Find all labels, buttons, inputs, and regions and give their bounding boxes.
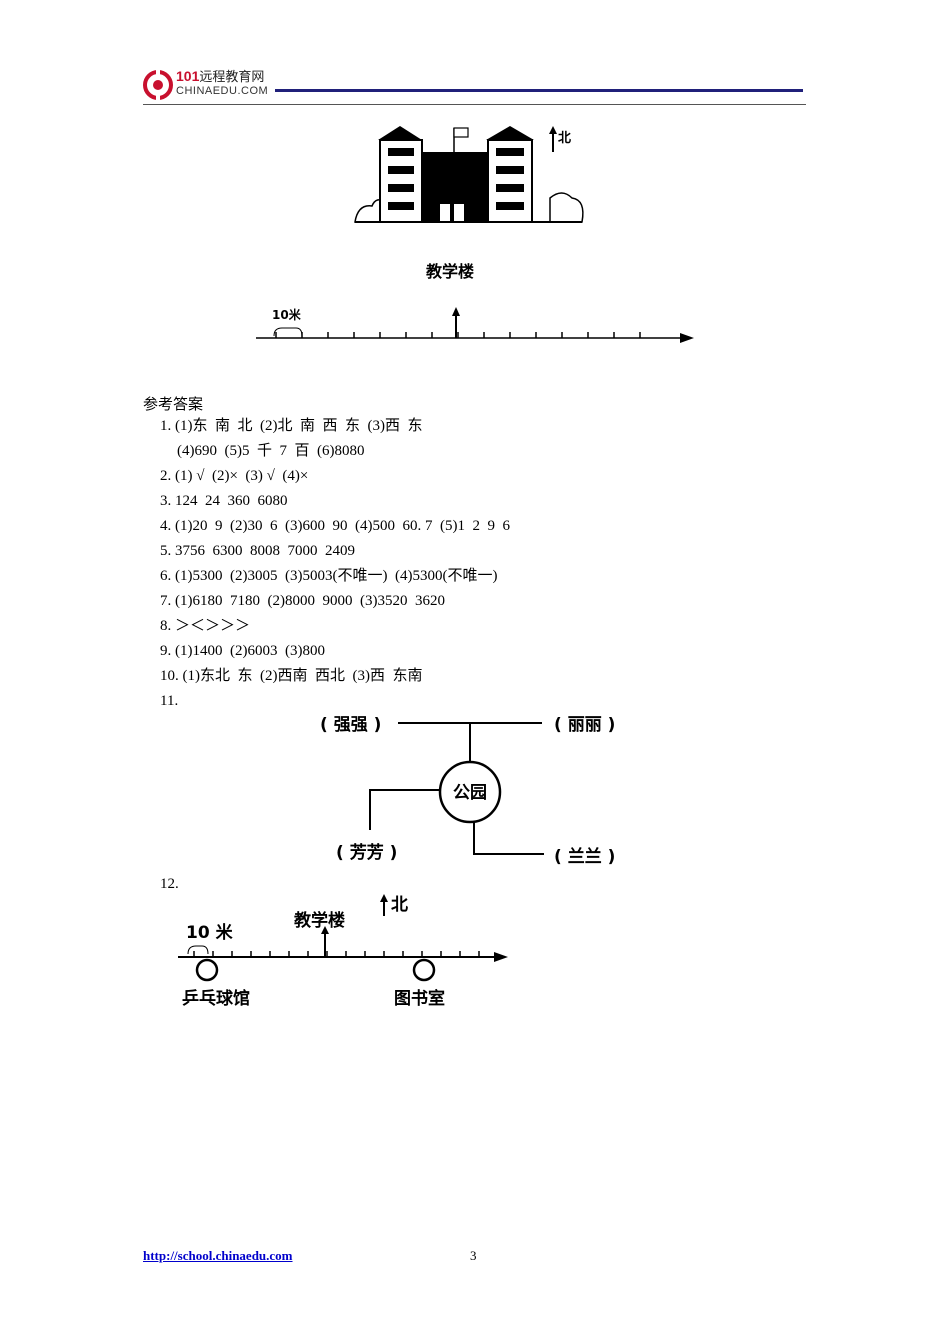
scale-label: 10米 (272, 307, 302, 322)
label-lili: ( 丽丽 ) (554, 715, 615, 735)
logo-wordmark: 101远程教育网 CHINAEDU.COM (176, 68, 268, 98)
header-rule-thin (143, 104, 806, 105)
answer-line: 5. 3756 6300 8008 7000 2409 (160, 543, 355, 559)
answer-line: 7. (1)6180 7180 (2)8000 9000 (3)3520 362… (160, 593, 445, 609)
park-label: 公园 (453, 783, 487, 803)
answer-line: 9. (1)1400 (2)6003 (3)800 (160, 643, 325, 659)
logo-cn-text: 远程教育网 (199, 69, 265, 84)
north-label: 北 (558, 131, 571, 146)
answer-line: 3. 124 24 360 6080 (160, 493, 288, 509)
figure-caption: 教学楼 (425, 262, 474, 281)
ruler-ticks (193, 951, 480, 957)
page-number: 3 (470, 1248, 477, 1263)
logo-mark-icon (143, 70, 173, 100)
answer-line: 6. (1)5300 (2)3005 (3)5003(不唯一) (4)5300(… (160, 568, 498, 584)
answers-title: 参考答案 (143, 397, 204, 413)
label-qiangqiang: ( 强强 ) (320, 715, 381, 735)
label-lanlan: ( 兰兰 ) (554, 846, 615, 867)
scale-label: 10 米 (186, 922, 234, 943)
answer-line: 1. (1)东 南 北 (2)北 南 西 东 (3)西 东 (160, 418, 423, 434)
location-map-figure: 10 米 教学楼 北 乒乓球馆 图书室 (178, 894, 508, 1009)
pingpong-hall-label: 乒乓球馆 (182, 988, 250, 1009)
answer-line: 8. ＞＜＞＞＞ (160, 618, 251, 634)
site-logo: 101远程教育网 CHINAEDU.COM (143, 68, 283, 104)
answer-line: 4. (1)20 9 (2)30 6 (3)600 90 (4)500 60. … (160, 518, 510, 534)
library-marker (412, 958, 436, 982)
ruler-ticks (275, 332, 641, 338)
answer-line: 10. (1)东北 东 (2)西南 西北 (3)西 东南 (160, 668, 423, 684)
scale-ruler-figure: 10米 (256, 307, 694, 343)
library-label: 图书室 (394, 988, 445, 1009)
park-direction-diagram: ( 强强 ) ( 丽丽 ) 公园 ( 芳芳 ) ( 兰兰 ) (320, 715, 615, 867)
park-circle (438, 760, 502, 824)
answer-line: 12. (160, 876, 179, 892)
answer-line: 11. (160, 693, 179, 709)
label-fangfang: ( 芳芳 ) (336, 842, 397, 863)
header-rule-blue (275, 89, 803, 92)
answer-line: 2. (1) √ (2)× (3) √ (4)× (160, 468, 309, 484)
answer-line: (4)690 (5)5 千 7 百 (6)8080 (177, 443, 365, 459)
north-label: 北 (391, 895, 408, 915)
school-building-figure: 北 (354, 126, 584, 223)
logo-en-text: CHINAEDU.COM (176, 85, 269, 97)
footer-url-link[interactable]: http://school.chinaedu.com (143, 1248, 293, 1263)
pingpong-hall-marker (195, 958, 219, 982)
building-label: 教学楼 (293, 910, 345, 931)
logo-number: 101 (176, 68, 200, 84)
